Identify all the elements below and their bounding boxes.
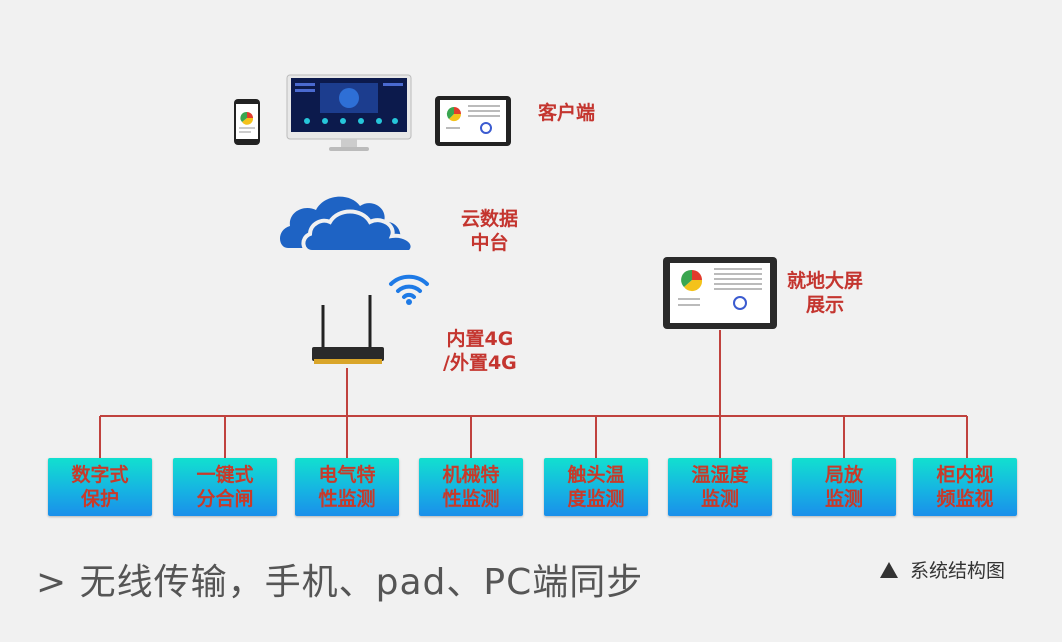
module-box-6: 温湿度 监测 [668, 458, 772, 516]
module-box-4: 机械特 性监测 [419, 458, 523, 516]
local-screen-icon [663, 257, 777, 329]
module-box-2: 一键式 分合闸 [173, 458, 277, 516]
local-screen-label: 就地大屏 展示 [787, 269, 863, 317]
module-label-1: 数字式 保护 [71, 464, 129, 510]
tablet-icon [435, 96, 511, 146]
module-box-7: 局放 监测 [792, 458, 896, 516]
cloud-icon [280, 196, 415, 254]
local-screen-label-line1: 就地大屏 [787, 270, 864, 292]
module-box-1: 数字式 保护 [48, 458, 152, 516]
router-label: 内置4G /外置4G [443, 327, 517, 375]
module-label-4: 机械特 性监测 [442, 464, 500, 510]
router-icon [312, 295, 384, 364]
module-label-3: 电气特 性监测 [318, 464, 376, 510]
client-label: 客户端 [538, 102, 596, 124]
module-label-6: 温湿度 监测 [691, 464, 749, 510]
wifi-icon [389, 274, 429, 305]
phone-icon [234, 99, 260, 145]
module-label-5: 触头温 度监测 [567, 464, 625, 510]
local-screen-label-line2: 展示 [806, 294, 845, 316]
cloud-label: 云数据 中台 [461, 207, 518, 255]
module-label-2: 一键式 分合闸 [196, 464, 254, 510]
diagram-legend: 系统结构图 [880, 556, 1005, 583]
module-label-8: 柜内视 频监视 [936, 464, 994, 510]
caption-text: > 无线传输，手机、pad、PC端同步 [36, 562, 644, 603]
monitor-icon [286, 74, 412, 151]
triangle-icon [880, 562, 898, 578]
legend-label: 系统结构图 [910, 560, 1006, 582]
cloud-label-line1: 云数据 [461, 208, 519, 230]
cloud-label-line2: 中台 [470, 232, 509, 254]
module-box-3: 电气特 性监测 [295, 458, 399, 516]
router-label-line2: /外置4G [443, 352, 517, 374]
router-label-line1: 内置4G [446, 328, 514, 350]
module-box-8: 柜内视 频监视 [913, 458, 1017, 516]
module-label-7: 局放 监测 [824, 464, 863, 510]
module-box-5: 触头温 度监测 [544, 458, 648, 516]
